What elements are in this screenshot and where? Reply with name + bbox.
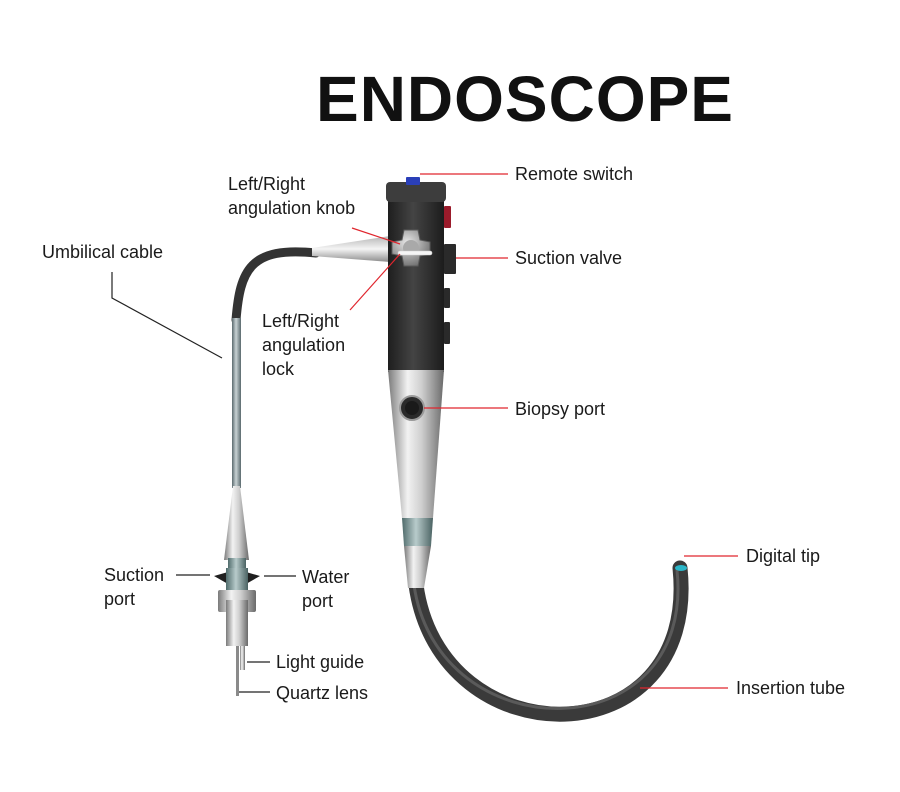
- umbilical-cable-metal: [232, 318, 241, 488]
- leader-lines-red: [349, 173, 738, 689]
- label-suction-valve: Suction valve: [515, 248, 623, 268]
- label-suction-port-line-1: Suction: [104, 565, 165, 585]
- connector-collar: [226, 568, 248, 590]
- label-lr-knob-line-1: Left/Right: [228, 174, 306, 194]
- biopsy-port-inner: [405, 401, 419, 415]
- water-port-wing: [246, 572, 260, 584]
- handle-upper: [388, 186, 444, 372]
- label-water-port-line-1: Water: [302, 567, 350, 587]
- red-button[interactable]: [444, 206, 451, 228]
- insertion-tube-highlight: [412, 568, 680, 710]
- handle-cap: [386, 182, 446, 202]
- insertion-tube: [408, 560, 689, 722]
- umbilical-cable-dark: [231, 247, 321, 325]
- label-water-port: Water port: [302, 565, 349, 613]
- bend-relief: [404, 546, 431, 588]
- quartz-lens-pin: [236, 646, 239, 696]
- label-umbilical-cable: Umbilical cable: [42, 242, 164, 262]
- label-remote-switch: Remote switch: [515, 164, 634, 184]
- light-guide-pin: [240, 646, 245, 670]
- label-lr-lock-line-2: angulation: [262, 335, 346, 355]
- suction-port-wing: [214, 572, 228, 584]
- cable-strain-relief: [224, 486, 249, 560]
- label-lr-knob-line-2: angulation knob: [228, 198, 356, 218]
- label-lr-angulation-knob: Left/Right angulation knob: [228, 172, 355, 220]
- label-lr-lock-line-1: Left/Right: [262, 311, 340, 331]
- side-button-3[interactable]: [444, 322, 450, 344]
- label-biopsy-port: Biopsy port: [515, 399, 606, 419]
- remote-switch-button[interactable]: [406, 177, 420, 185]
- label-quartz-lens: Quartz lens: [276, 683, 369, 703]
- angulation-cone: [312, 236, 390, 262]
- suction-valve-button[interactable]: [444, 244, 456, 274]
- label-lr-lock-line-3: lock: [262, 359, 295, 379]
- digital-tip-marker: [675, 565, 687, 571]
- angulation-lock-lever[interactable]: [397, 250, 433, 256]
- label-suction-port-line-2: port: [104, 589, 136, 609]
- label-suction-port: Suction port: [104, 563, 164, 611]
- label-water-port-line-2: port: [302, 591, 334, 611]
- label-light-guide: Light guide: [276, 652, 365, 672]
- page-title: ENDOSCOPE: [316, 63, 734, 135]
- connector-body: [226, 600, 248, 646]
- handle-lower: [388, 370, 444, 518]
- side-button-2[interactable]: [444, 288, 450, 308]
- label-lr-angulation-lock: Left/Right angulation lock: [262, 309, 345, 381]
- label-digital-tip: Digital tip: [746, 546, 821, 566]
- leader-lines-black: [111, 272, 296, 693]
- handle-collar: [402, 518, 433, 546]
- label-insertion-tube: Insertion tube: [736, 678, 846, 698]
- connector-top: [228, 558, 246, 570]
